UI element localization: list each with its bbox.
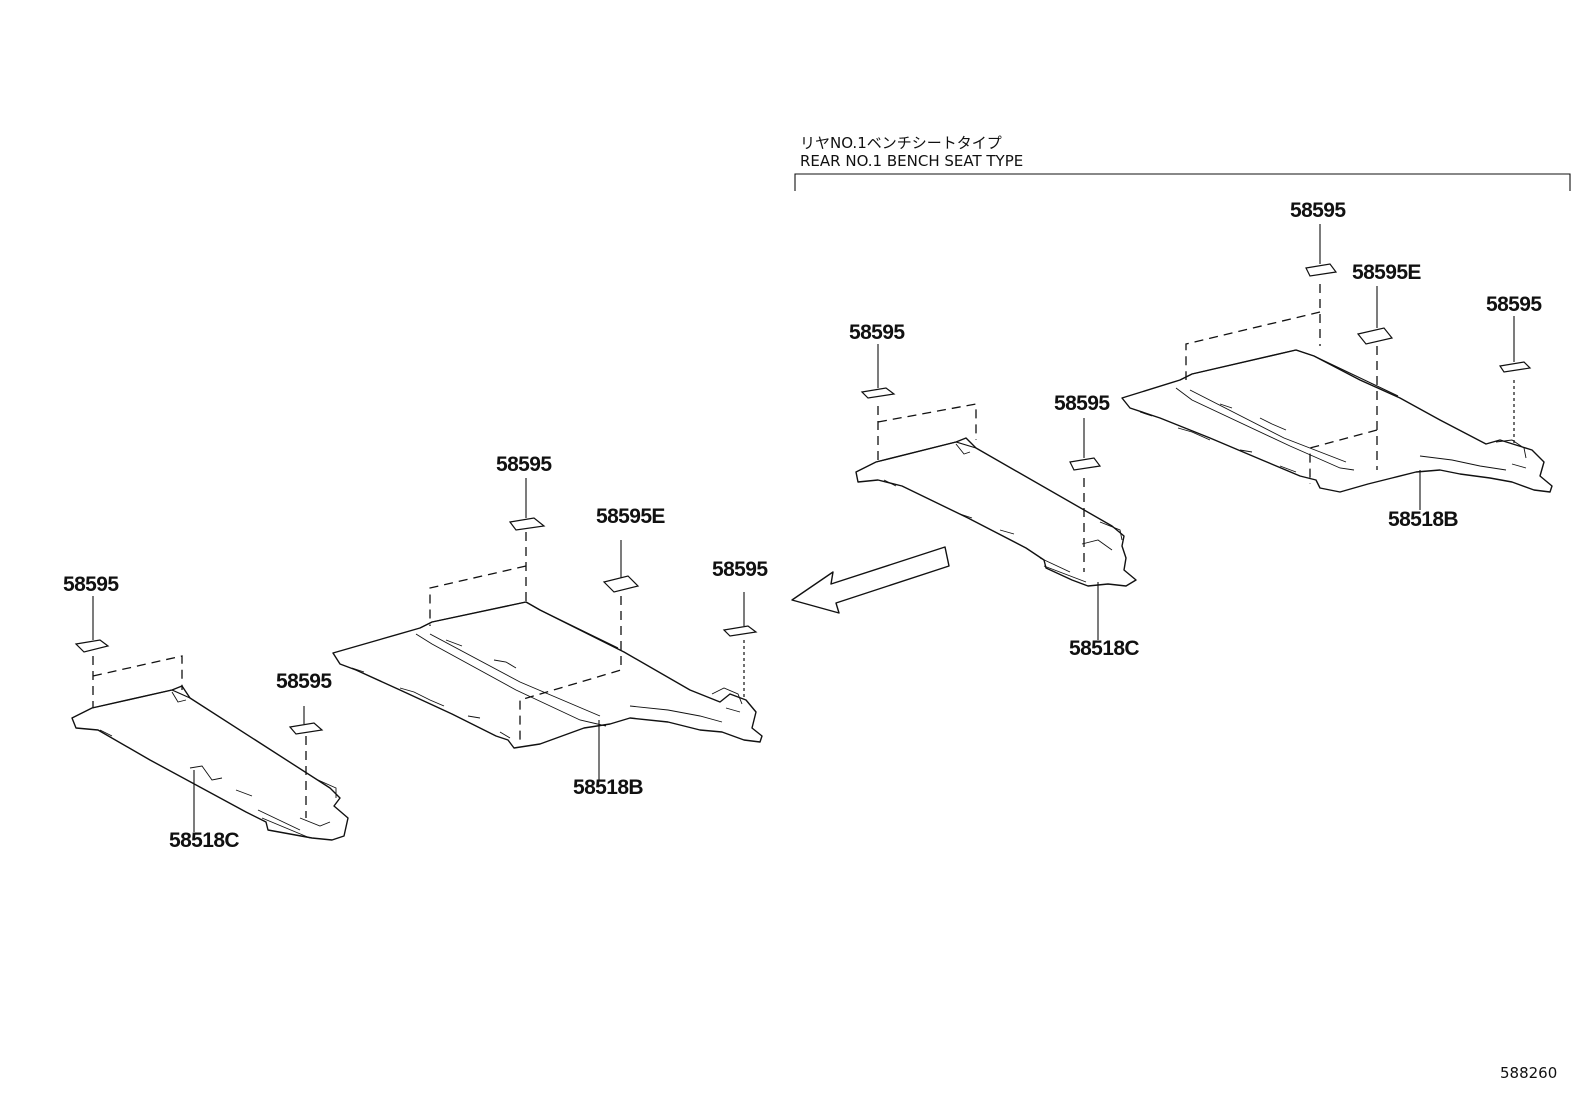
silencer-58518b-left [332,601,763,749]
pad-58595e-left [602,575,640,593]
label-58595-right-b: 58595 [1054,392,1110,415]
label-58595-right-a: 58595 [849,321,905,344]
pad-58595-right-a [860,387,896,399]
pad-58595-left-a [74,639,110,653]
silencer-58518b-right [1121,349,1553,493]
pad-58595-right-c [1305,263,1338,277]
label-58595-right-c: 58595 [1290,199,1346,222]
pad-58595-left-b [288,722,324,735]
figure-number: 588260 [1500,1064,1557,1082]
variant-bracket [794,173,1571,191]
pad-58595e-right [1356,327,1394,345]
label-58595e-right: 58595E [1352,261,1421,284]
silencer-58518c-right [855,437,1137,587]
label-58595e-left: 58595E [596,505,665,528]
pad-58595-left-c [508,517,546,531]
label-58595-right-d: 58595 [1486,293,1542,316]
variant-heading-english: REAR NO.1 BENCH SEAT TYPE [800,152,1023,170]
pad-58595-left-d [722,625,758,637]
variant-heading: リヤNO.1ベンチシートタイプ REAR NO.1 BENCH SEAT TYP… [794,134,1571,191]
right-group: 58595 58595 58595 58595E 58595 58518C 58… [849,199,1553,660]
left-group: 58595 58595 58595 58595E 58595 58518C 58… [63,453,769,852]
label-58518b-right: 58518B [1388,508,1458,531]
label-58518c-left: 58518C [169,829,239,852]
label-58595-left-a: 58595 [63,573,119,596]
pad-58595-right-d [1498,361,1532,373]
label-58595-left-b: 58595 [276,670,332,693]
label-58518c-right: 58518C [1069,637,1139,660]
variant-heading-japanese: リヤNO.1ベンチシートタイプ [800,134,1002,152]
pad-58595-right-b [1069,457,1102,471]
direction-arrow [791,546,950,614]
label-58518b-left: 58518B [573,776,643,799]
label-58595-left-d: 58595 [712,558,768,581]
label-58595-left-c: 58595 [496,453,552,476]
